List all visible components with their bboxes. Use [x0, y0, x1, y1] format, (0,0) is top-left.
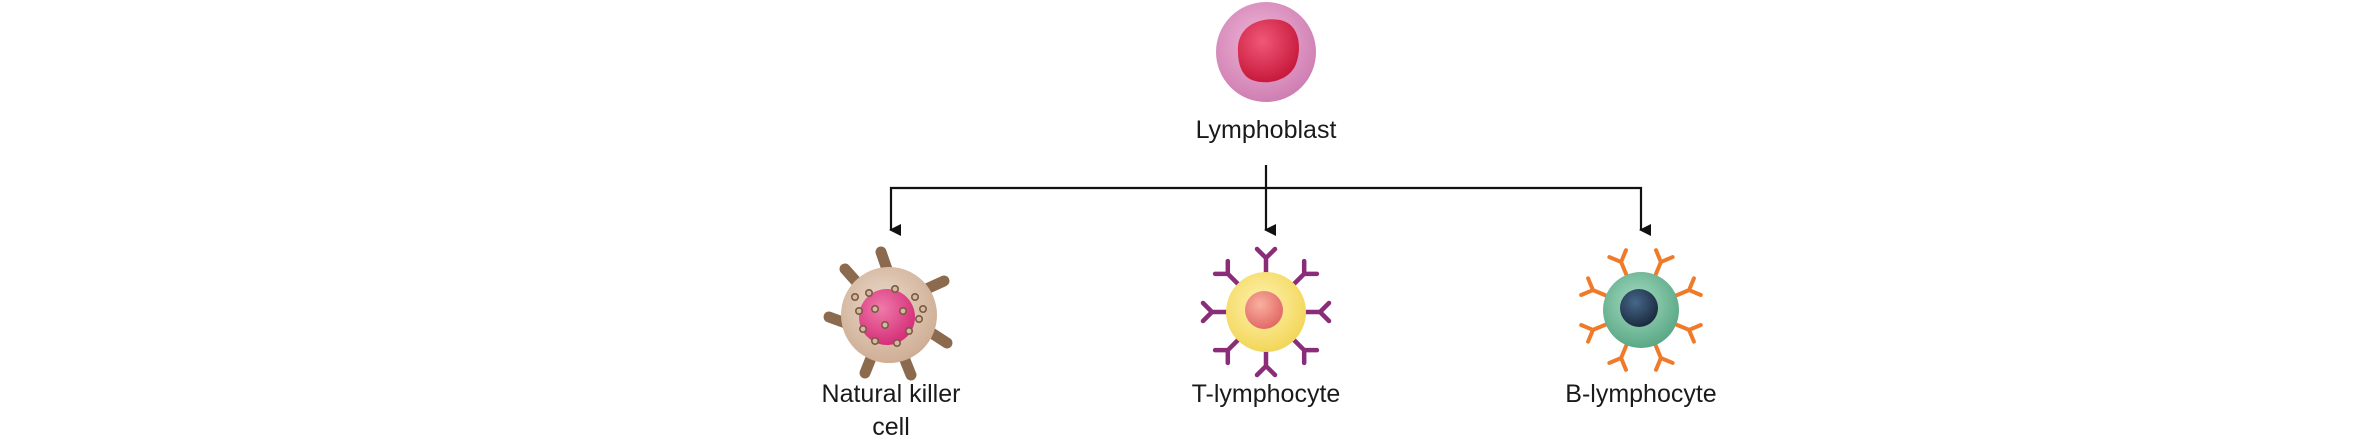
- natural-killer-cell-label: Natural killer cell: [741, 378, 1041, 444]
- natural-killer-cell-icon: [823, 246, 953, 381]
- arrow-to-b-lymphocyte: [1266, 186, 1651, 236]
- b-lymphocyte-icon: [1579, 248, 1703, 372]
- lymphoblast-icon: [1216, 2, 1316, 102]
- t-lymphocyte-label: T-lymphocyte: [1191, 380, 1341, 408]
- arrow-to-natural-killer-cell: [889, 186, 1266, 236]
- lymphoblast-label: Lymphoblast: [1195, 116, 1337, 144]
- natural-killer-cell-label-line1: Natural killer: [821, 380, 961, 408]
- natural-killer-cell-label-line2: cell: [872, 413, 910, 441]
- connector-lines: [889, 165, 1651, 236]
- b-lymphocyte-label: B-lymphocyte: [1565, 380, 1717, 408]
- t-lymphocyte-icon: [1200, 246, 1332, 378]
